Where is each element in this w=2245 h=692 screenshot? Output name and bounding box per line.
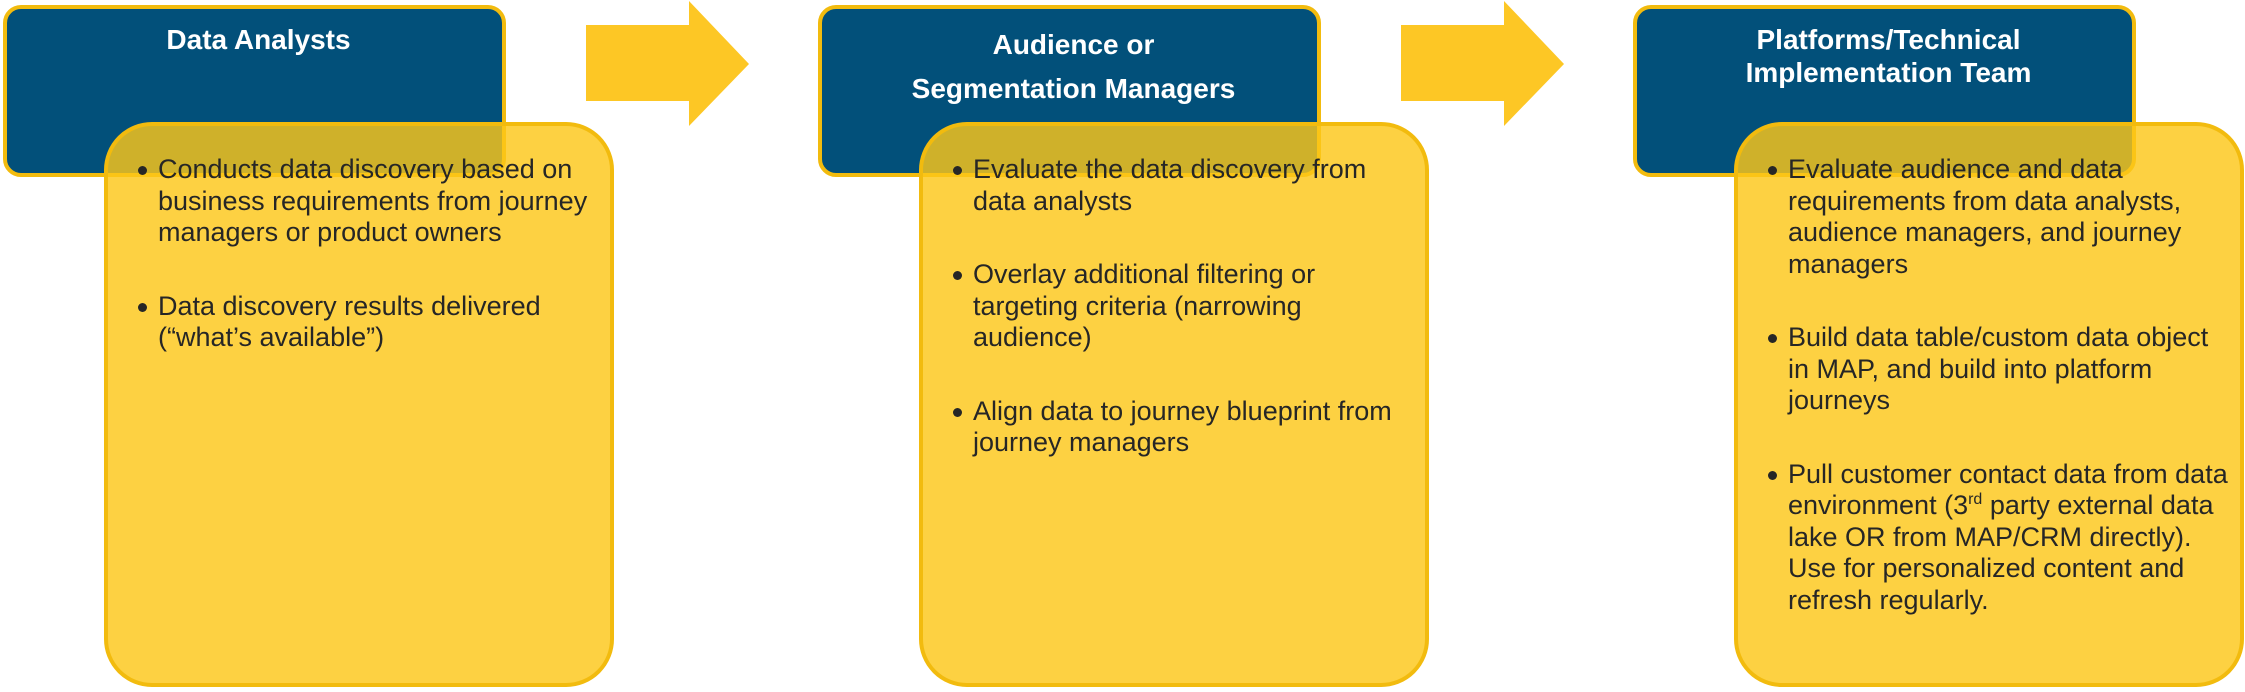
stage-title: Data Analysts bbox=[7, 23, 510, 56]
stage-title: Audience or Segmentation Managers bbox=[822, 23, 1325, 111]
bullet-dot-icon bbox=[138, 166, 147, 175]
stage-data-analysts: Data Analysts Conducts data discovery ba… bbox=[0, 0, 640, 692]
bullet-text: Overlay additional filtering or targetin… bbox=[973, 259, 1316, 352]
bullet-item: Evaluate the data discovery from data an… bbox=[953, 154, 1415, 217]
bullet-dot-icon bbox=[953, 166, 962, 175]
stage-title-line: Audience or bbox=[992, 29, 1155, 60]
bullet-item: Overlay additional filtering or targetin… bbox=[953, 259, 1415, 354]
bullet-text: Align data to journey blueprint from jou… bbox=[973, 395, 1392, 458]
bullet-text: Evaluate audience and data requirements … bbox=[1788, 154, 2182, 279]
bullet-dot-icon bbox=[1768, 334, 1777, 343]
stage-title-line: Segmentation Managers bbox=[911, 73, 1236, 104]
stage-title-line: Data Analysts bbox=[166, 24, 351, 55]
bullet-item: Data discovery results delivered (“what’… bbox=[138, 291, 600, 354]
bullet-item: Conducts data discovery based on busines… bbox=[138, 154, 600, 249]
stage-title-line: Platforms/Technical bbox=[1756, 24, 2021, 55]
bullet-text: Evaluate the data discovery from data an… bbox=[973, 154, 1367, 216]
bullet-dot-icon bbox=[1768, 166, 1777, 175]
bullet-item: Align data to journey blueprint from jou… bbox=[953, 396, 1415, 459]
bullet-dot-icon bbox=[138, 302, 147, 312]
bullet-text: Build data table/custom data object in M… bbox=[1788, 322, 2209, 415]
stage-content: Evaluate the data discovery from data an… bbox=[919, 122, 1429, 687]
right-arrow-icon bbox=[586, 1, 749, 126]
bullet-item: Evaluate audience and data requirements … bbox=[1768, 154, 2230, 280]
bullet-text-part: Pull customer contact data from data env… bbox=[1788, 458, 2228, 521]
stage-platforms-team: Platforms/Technical Implementation Team … bbox=[1630, 0, 2245, 692]
right-arrow-icon bbox=[1401, 1, 1564, 126]
stage-title: Platforms/Technical Implementation Team bbox=[1637, 23, 2140, 89]
bullet-dot-icon bbox=[953, 271, 962, 280]
bullet-list: Evaluate audience and data requirements … bbox=[1768, 154, 2230, 658]
stage-content: Evaluate audience and data requirements … bbox=[1734, 122, 2244, 687]
bullet-list: Conducts data discovery based on busines… bbox=[138, 154, 600, 396]
bullet-text: Pull customer contact data from data env… bbox=[1788, 459, 2228, 615]
stage-content: Conducts data discovery based on busines… bbox=[104, 122, 614, 687]
bullet-dot-icon bbox=[1768, 470, 1777, 480]
bullet-dot-icon bbox=[953, 407, 962, 417]
bullet-list: Evaluate the data discovery from data an… bbox=[953, 154, 1415, 501]
stage-title-line: Implementation Team bbox=[1745, 57, 2032, 88]
bullet-item: Build data table/custom data object in M… bbox=[1768, 322, 2230, 417]
stage-audience-managers: Audience or Segmentation Managers Evalua… bbox=[815, 0, 1455, 692]
bullet-item: Pull customer contact data from data env… bbox=[1768, 459, 2230, 617]
ordinal-suffix: rd bbox=[1968, 491, 1983, 508]
bullet-text-part: party external data lake OR from MAP/CRM… bbox=[1788, 490, 2214, 615]
bullet-text: Data discovery results delivered (“what’… bbox=[158, 290, 541, 353]
bullet-text: Conducts data discovery based on busines… bbox=[158, 154, 588, 247]
